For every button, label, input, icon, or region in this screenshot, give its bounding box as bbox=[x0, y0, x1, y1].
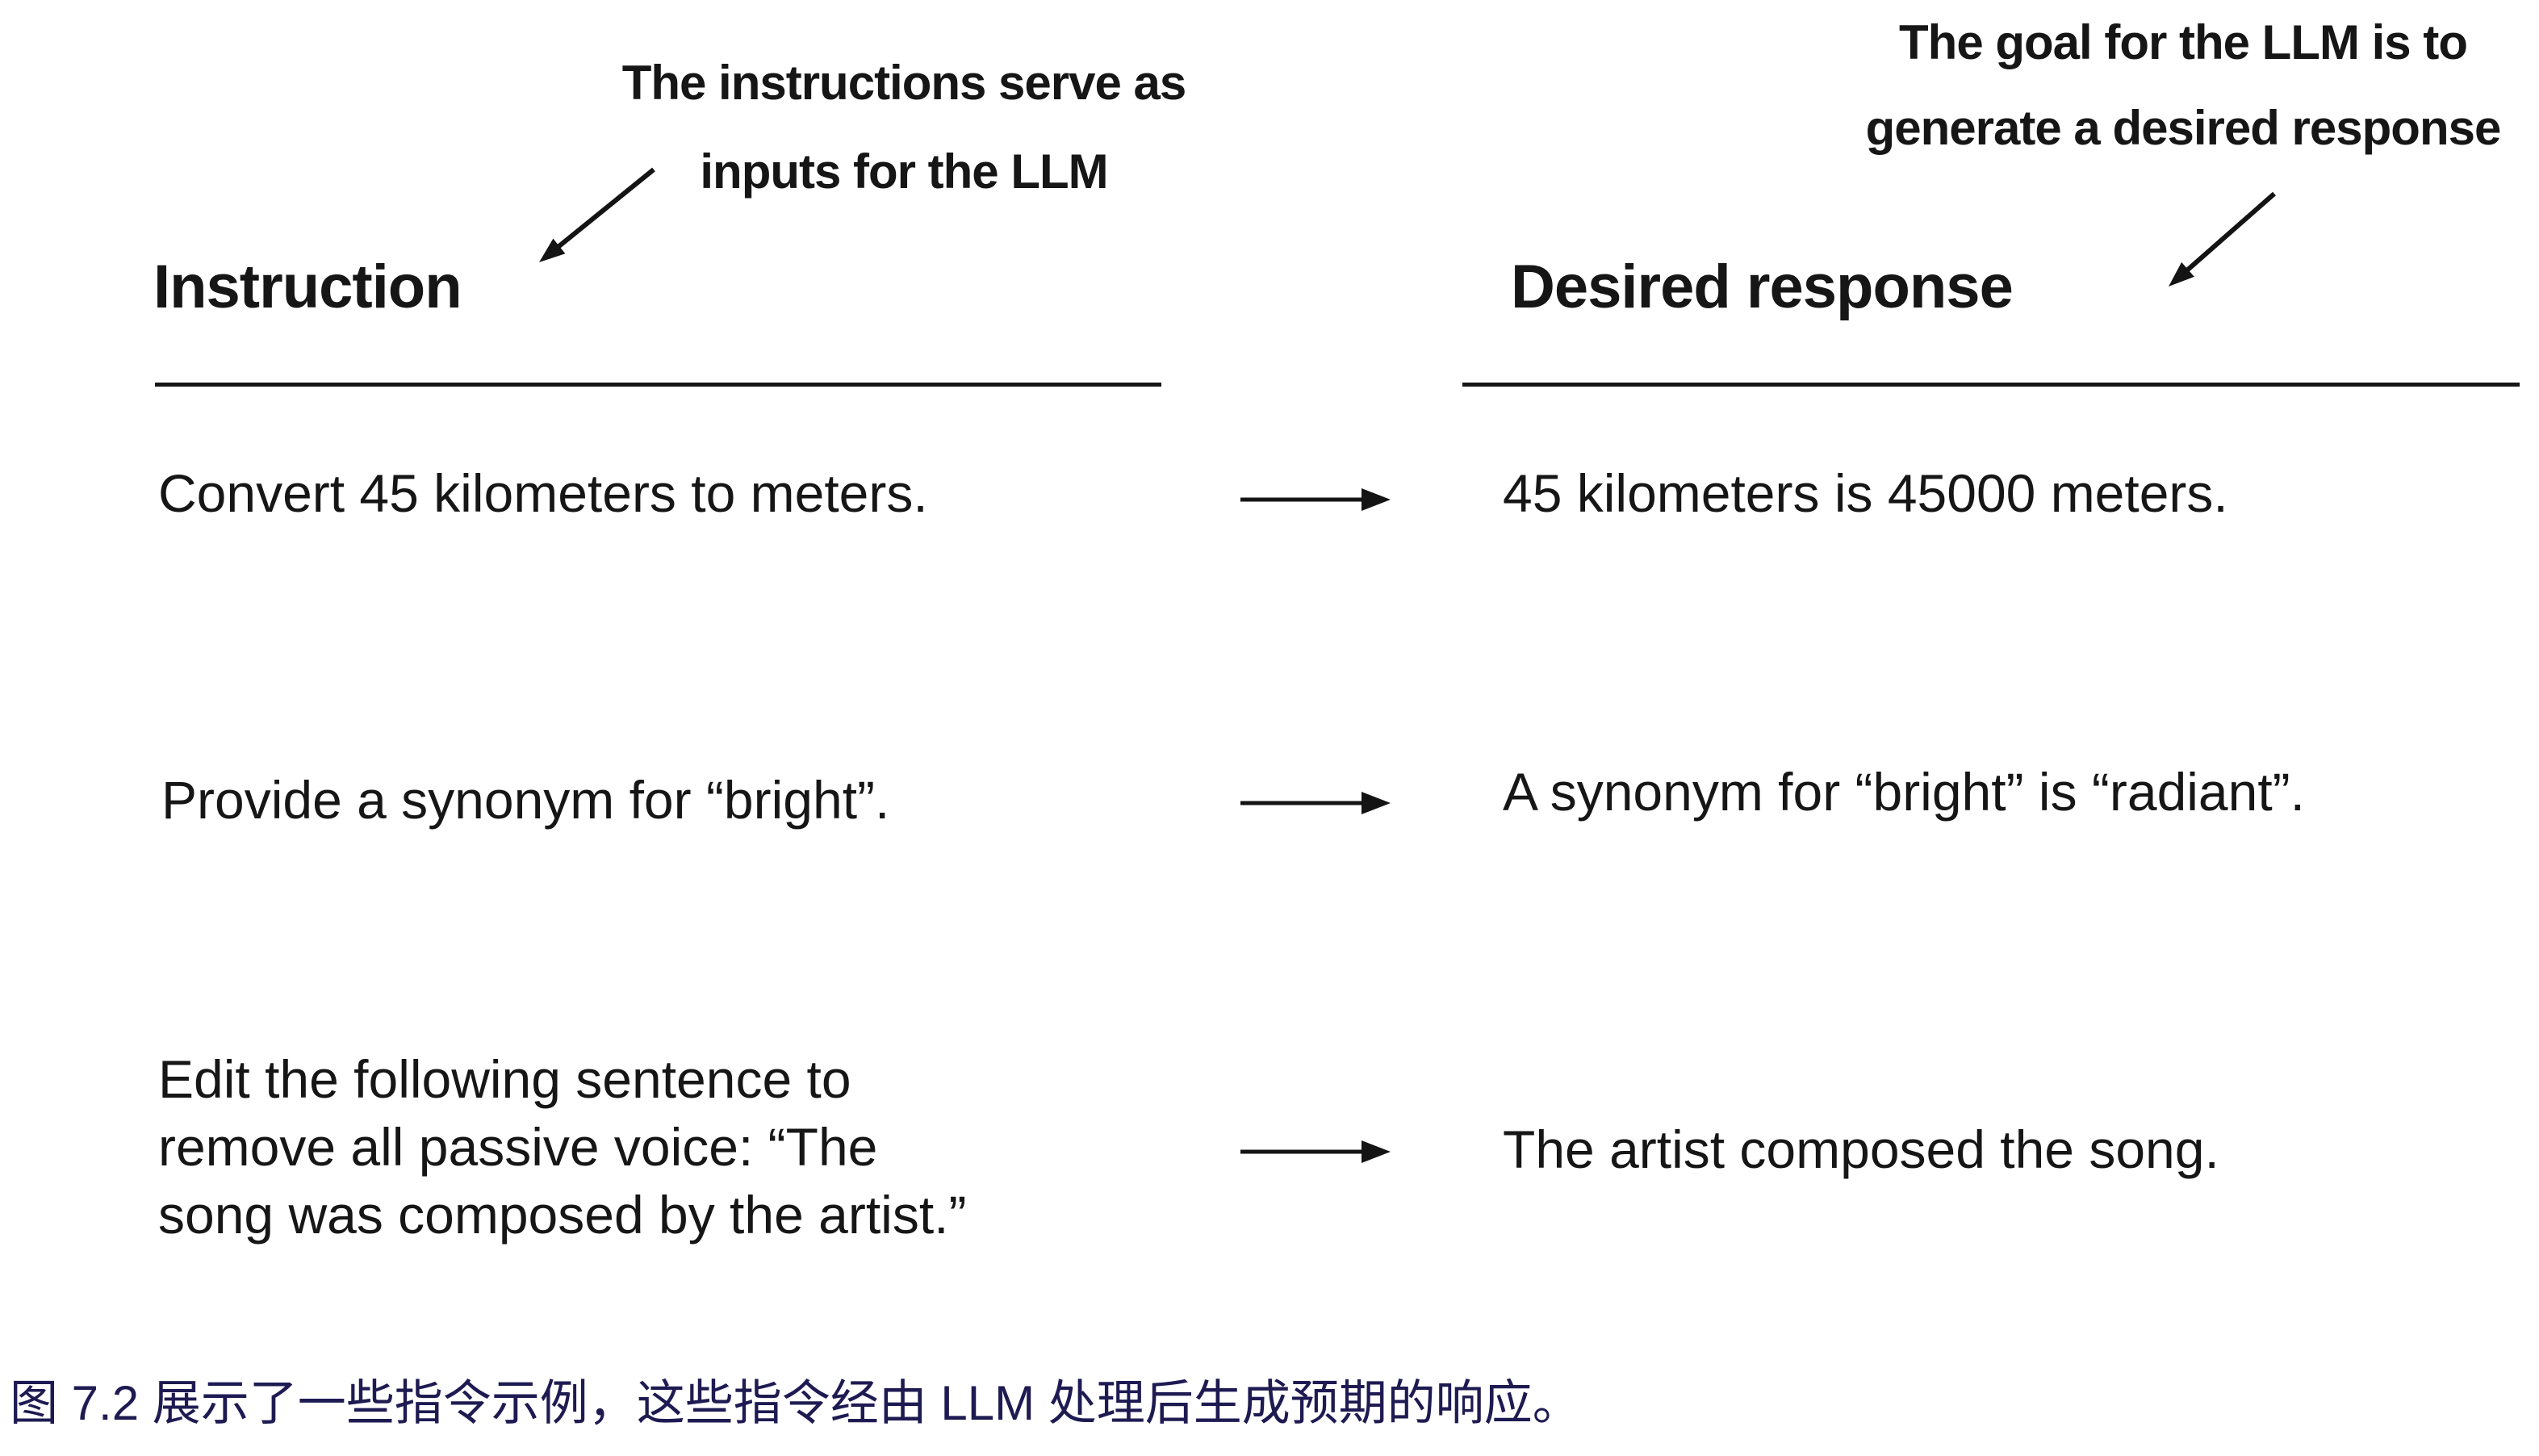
annotation-arrow-right-icon bbox=[2155, 182, 2292, 303]
response-column-header: Desired response bbox=[1511, 253, 2014, 321]
annotation-response-note: The goal for the LLM is to generate a de… bbox=[1820, 0, 2539, 171]
annotation-instruction-note-line2: inputs for the LLM bbox=[700, 144, 1108, 199]
figure-caption: 图 7.2 展示了一些指令示例，这些指令经由 LLM 处理后生成预期的响应。 bbox=[10, 1376, 1581, 1430]
response-cell: A synonym for “bright” is “radiant”. bbox=[1503, 762, 2305, 822]
response-header-rule bbox=[1462, 383, 2520, 387]
instruction-cell: Convert 45 kilometers to meters. bbox=[158, 463, 928, 523]
annotation-arrow-left-icon bbox=[525, 157, 670, 278]
right-arrow-icon bbox=[1239, 483, 1392, 516]
right-arrow-icon bbox=[1239, 1136, 1392, 1168]
annotation-response-note-line1: The goal for the LLM is to bbox=[1899, 15, 2468, 69]
response-cell: The artist composed the song. bbox=[1503, 1119, 2219, 1179]
instruction-cell: Edit the following sentence to remove al… bbox=[158, 1049, 967, 1245]
right-arrow-icon bbox=[1239, 787, 1392, 819]
annotation-instruction-note-line1: The instructions serve as bbox=[621, 56, 1187, 110]
annotation-instruction-note: The instructions serve as inputs for the… bbox=[533, 39, 1275, 216]
annotation-response-note-line2: generate a desired response bbox=[1865, 101, 2502, 155]
response-cell: 45 kilometers is 45000 meters. bbox=[1503, 463, 2228, 523]
instruction-column-header: Instruction bbox=[153, 253, 462, 321]
instruction-header-rule bbox=[155, 383, 1161, 387]
instruction-cell: Provide a synonym for “bright”. bbox=[161, 770, 890, 830]
